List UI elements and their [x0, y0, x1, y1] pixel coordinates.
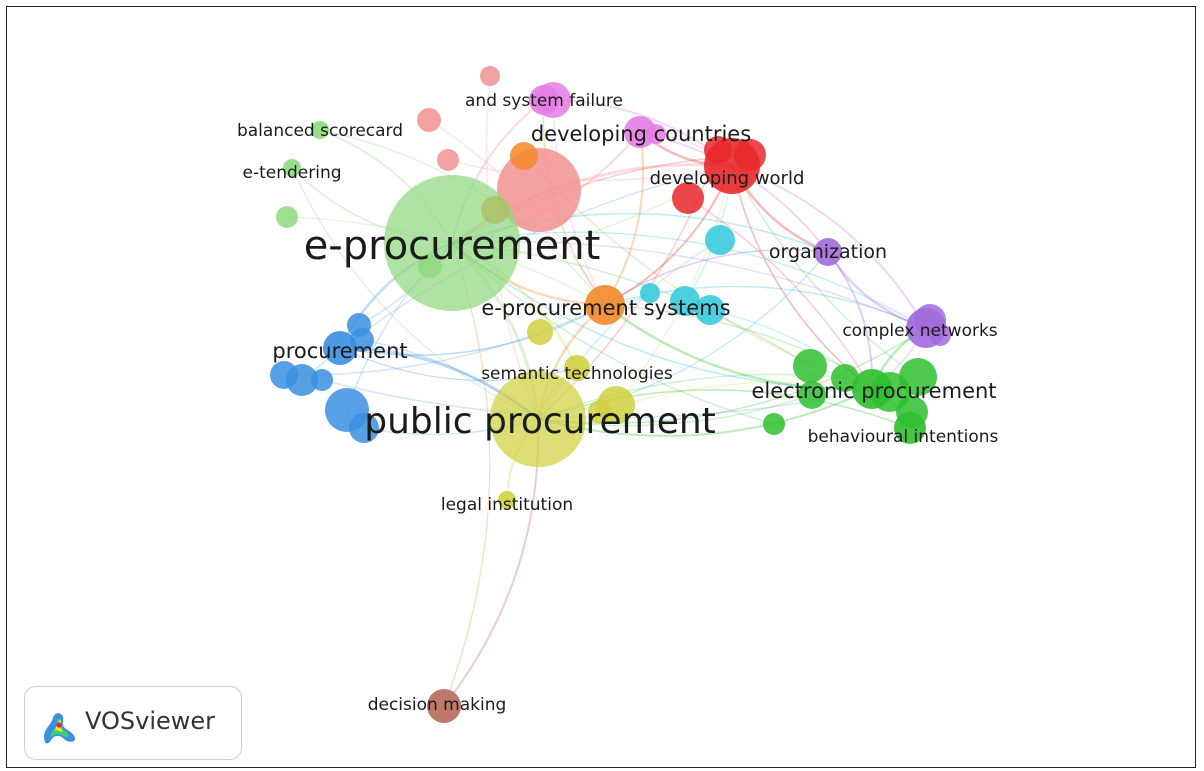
- network-node[interactable]: [793, 349, 827, 383]
- label-developing-countries[interactable]: developing countries: [531, 122, 751, 146]
- label-behavioural-intentions[interactable]: behavioural intentions: [808, 427, 999, 447]
- network-node[interactable]: [276, 206, 298, 228]
- label-e-procurement-systems[interactable]: e-procurement systems: [481, 296, 730, 320]
- label-decision-making[interactable]: decision making: [368, 695, 507, 715]
- node-e-procurement-systems[interactable]: [585, 285, 625, 325]
- label-public-procurement[interactable]: public procurement: [364, 401, 716, 442]
- node-developing-world[interactable]: [704, 138, 760, 194]
- network-node[interactable]: [286, 364, 318, 396]
- node-e-procurement[interactable]: [384, 175, 520, 311]
- label-electronic-procurement[interactable]: electronic procurement: [751, 379, 996, 403]
- node-legal-institution[interactable]: [498, 491, 516, 509]
- network-link: [604, 248, 829, 306]
- network-link: [731, 165, 927, 329]
- network-link: [291, 167, 539, 420]
- node-electronic-procurement[interactable]: [852, 369, 892, 409]
- network-link: [451, 240, 941, 336]
- node-complex-networks[interactable]: [906, 308, 946, 348]
- label-e-procurement[interactable]: e-procurement: [304, 223, 601, 269]
- node-behavioural-intentions[interactable]: [894, 412, 926, 444]
- node-e-tendering[interactable]: [283, 159, 301, 177]
- vosviewer-logo-icon: [44, 713, 76, 744]
- label-layer: e-procurement public procurement procureme…: [237, 91, 999, 715]
- node-layer: [270, 66, 951, 723]
- node-balanced-scorecard[interactable]: [311, 121, 329, 139]
- label-semantic-technologies[interactable]: semantic technologies: [481, 364, 673, 384]
- network-node[interactable]: [311, 369, 333, 391]
- network-node[interactable]: [480, 66, 500, 86]
- node-developing-countries[interactable]: [624, 116, 656, 148]
- network-link: [603, 303, 874, 391]
- network-link: [537, 389, 911, 429]
- label-complex-networks[interactable]: complex networks: [842, 321, 997, 341]
- network-node[interactable]: [763, 413, 785, 435]
- network-node[interactable]: [527, 319, 553, 345]
- vosviewer-logo: VOSviewer: [24, 686, 242, 760]
- network-node[interactable]: [417, 108, 441, 132]
- network-link: [447, 159, 733, 181]
- node-semantic-technologies[interactable]: [564, 355, 590, 381]
- network-link: [731, 165, 919, 378]
- network-link: [451, 231, 927, 329]
- network-node[interactable]: [831, 364, 859, 392]
- label-and-system-failure[interactable]: and system failure: [465, 91, 623, 111]
- visualization-frame: [6, 6, 1196, 768]
- network-node[interactable]: [695, 295, 725, 325]
- network-node[interactable]: [705, 225, 735, 255]
- node-decision-making[interactable]: [427, 689, 461, 723]
- network-node[interactable]: [640, 283, 660, 303]
- node-procurement[interactable]: [323, 331, 357, 365]
- network-node[interactable]: [437, 149, 459, 171]
- node-public-procurement[interactable]: [490, 371, 586, 467]
- label-e-tendering[interactable]: e-tendering: [242, 163, 341, 183]
- network-node[interactable]: [497, 148, 581, 232]
- label-procurement[interactable]: procurement: [272, 339, 407, 363]
- network-node[interactable]: [798, 381, 826, 409]
- vosviewer-logo-text: VOSviewer: [85, 707, 216, 735]
- label-legal-institution[interactable]: legal institution: [441, 495, 573, 515]
- node-and-system-failure[interactable]: [529, 85, 559, 115]
- network-link: [604, 131, 644, 306]
- network-node[interactable]: [670, 286, 700, 316]
- label-balanced-scorecard[interactable]: balanced scorecard: [237, 121, 403, 141]
- label-organization[interactable]: organization: [769, 241, 887, 263]
- network-node[interactable]: [899, 358, 937, 396]
- network-link: [339, 304, 606, 356]
- network-node[interactable]: [349, 413, 379, 443]
- node-organization[interactable]: [814, 238, 842, 266]
- network-link: [537, 327, 927, 424]
- network-link: [687, 197, 873, 390]
- network-node[interactable]: [672, 182, 704, 214]
- label-developing-world[interactable]: developing world: [650, 168, 805, 189]
- network-node[interactable]: [510, 142, 538, 170]
- network-node[interactable]: [588, 400, 612, 424]
